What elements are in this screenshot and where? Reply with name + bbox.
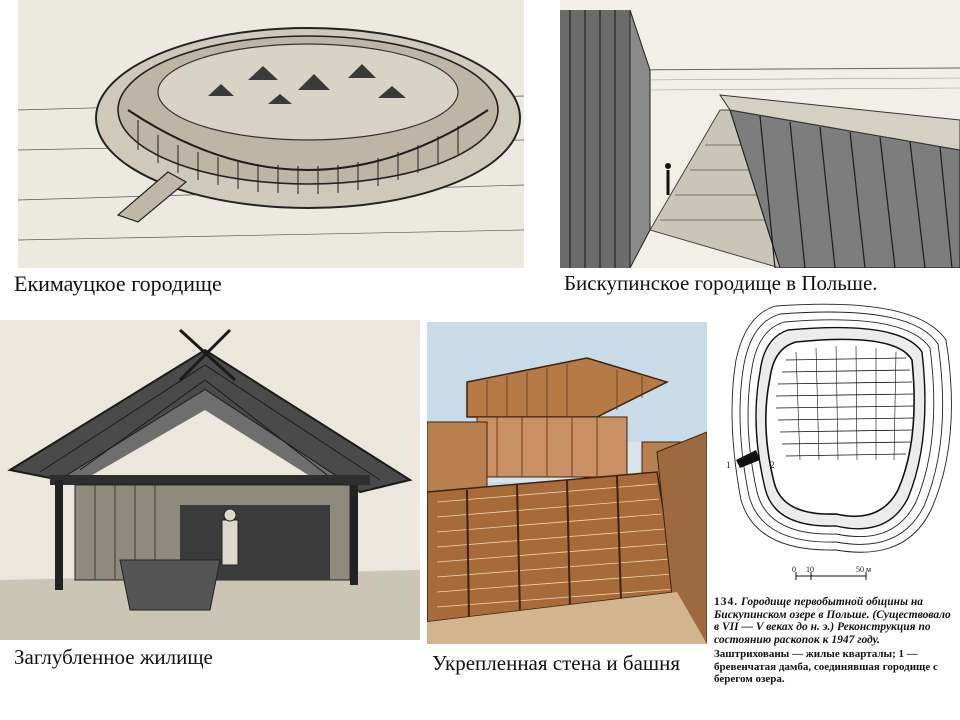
wall-tower-illustration [427, 322, 707, 644]
map-marker-1: 1 [726, 460, 731, 470]
ekimauts-illustration [18, 0, 524, 268]
caption-wall-tower: Укрепленная стена и башня [432, 651, 680, 675]
map-caption: 134. Городище первобытной общины на Биск… [714, 596, 958, 686]
biskupin-illustration [560, 0, 960, 268]
caption-dugout: Заглубленное жилище [14, 645, 213, 669]
caption-ekimauts: Екимауцкое городище [14, 271, 222, 296]
figure-number: 134. [714, 596, 739, 608]
figure-note: Заштрихованы — жилые кварталы; 1 — бреве… [714, 648, 938, 685]
figure-caption-text: Городище первобытной общины на Бискупинс… [714, 596, 951, 646]
dugout-illustration [0, 320, 420, 640]
scale-label-10: 10 [806, 565, 814, 574]
scale-label-0: 0 [792, 565, 796, 574]
map-marker-2: 2 [770, 460, 775, 470]
settlement-plan-map: 1 2 0 10 50 м [716, 300, 956, 590]
caption-biskupin: Бискупинское городище в Польше. [564, 271, 878, 295]
scale-label-50: 50 м [856, 565, 871, 574]
